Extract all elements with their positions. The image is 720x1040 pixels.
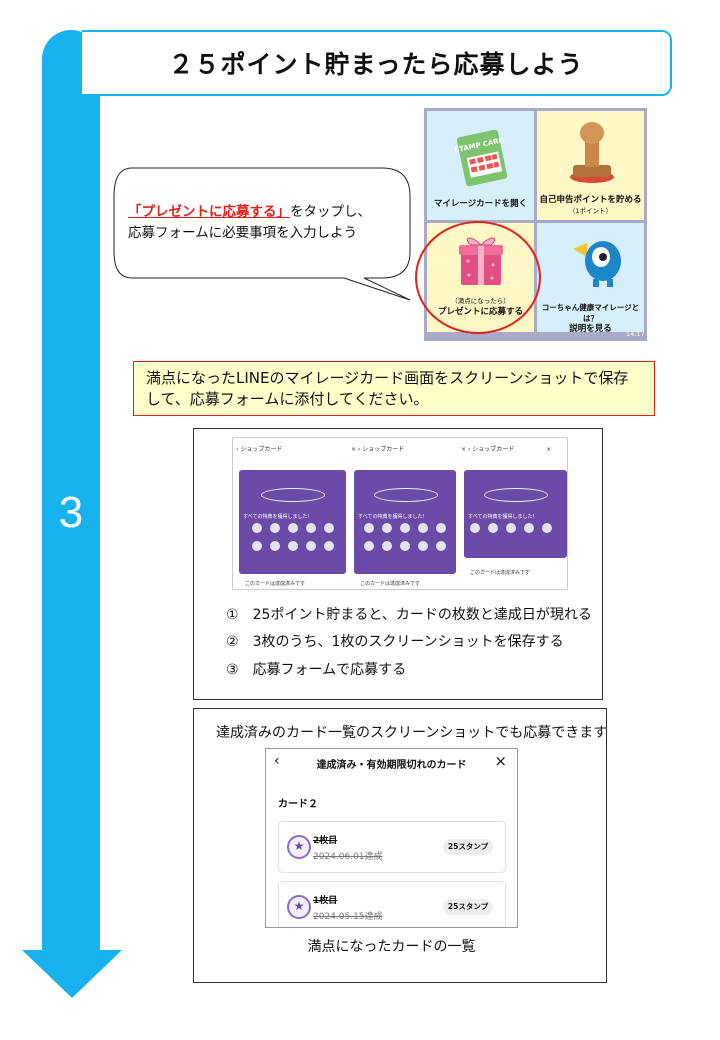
shopcard-2: × ‹ ショップカード すべての特典を獲得しました！ このカードは達成済みです xyxy=(348,438,458,591)
stamp-dot xyxy=(488,523,498,533)
stamp-dot xyxy=(418,541,428,551)
close-icon[interactable]: × xyxy=(494,752,507,770)
menu-tile-label: コーちゃん健康マイレージとは？ 説明を見る xyxy=(541,303,640,334)
flow-arrow-head xyxy=(22,950,122,998)
stamp-dot xyxy=(306,541,316,551)
star-badge-icon: ★ xyxy=(287,835,311,859)
stamp-dot xyxy=(252,541,262,551)
completed-card-row[interactable]: ★ 1枚目 2024.05.15達成 25スタンプ xyxy=(278,881,506,927)
step-number: 3 xyxy=(58,488,84,537)
stamp-dot xyxy=(400,541,410,551)
highlight-circle xyxy=(415,221,541,334)
menu-tile-label: 自己申告ポイントを貯める （1ポイント） xyxy=(539,195,642,215)
title-box: ２５ポイント貯まったら応募しよう xyxy=(82,30,672,96)
stamp-dot xyxy=(524,523,534,533)
step-item-3: ③ 応募フォームで応募する xyxy=(226,662,407,678)
stamp-dot xyxy=(542,523,552,533)
speech-bubble xyxy=(113,167,411,301)
stamp-dot xyxy=(418,523,428,533)
stamp-dot xyxy=(252,523,262,533)
shopcard-3: × ‹ ショップカード × すべての特典を獲得しました！ このカードは達成済みで… xyxy=(458,438,569,591)
mascot-icon xyxy=(573,241,621,287)
stamp-dot xyxy=(436,541,446,551)
shopcard-body: すべての特典を獲得しました！ xyxy=(354,470,456,574)
stamp-dot xyxy=(506,523,516,533)
shopcard-body: すべての特典を獲得しました！ xyxy=(239,470,346,574)
step-item-2: ② 3枚のうち、1枚のスクリーンショットを保存する xyxy=(226,634,564,650)
bubble-text: 「プレゼントに応募する」をタップし、 応募フォームに必要事項を入力しよう xyxy=(128,202,408,244)
shopcard-footer: このカードは達成済みです xyxy=(245,581,306,587)
shopcard-header: × ‹ ショップカード × xyxy=(461,446,552,453)
stamp-count-pill: 25スタンプ xyxy=(443,839,493,855)
stamp-dot xyxy=(470,523,480,533)
back-chevron-icon[interactable]: ‹ xyxy=(274,753,280,769)
stamp-count-pill: 25スタンプ xyxy=(443,899,493,915)
stamp-card-icon: STAMP CARD xyxy=(455,129,508,187)
step-item-1: ① 25ポイント貯まると、カードの枚数と達成日が現れる xyxy=(226,607,592,623)
bubble-highlight: 「プレゼントに応募する」 xyxy=(128,204,290,220)
stamp-dot xyxy=(324,541,334,551)
menu-tile-label: マイレージカードを開く xyxy=(433,199,528,209)
stamp-dot xyxy=(364,523,374,533)
screen-title: 達成済み・有効期限切れのカード xyxy=(316,760,467,771)
stamp-dot xyxy=(270,523,280,533)
stamp-dot xyxy=(436,523,446,533)
shopcard-1: ‹ ショップカード すべての特典を獲得しました！ このカードは達成済みです xyxy=(233,438,348,591)
flow-arrow-shaft xyxy=(42,30,100,965)
menu-tile-open-card[interactable]: STAMP CARD マイレージカードを開く xyxy=(427,111,534,220)
stamp-dot xyxy=(324,523,334,533)
shopcard-header: × ‹ ショップカード xyxy=(351,446,405,453)
instruction-note: 満点になったLINEのマイレージカード画面をスクリーンショットで保存して、応募フ… xyxy=(133,361,655,416)
star-badge-icon: ★ xyxy=(287,895,311,919)
shopcard-footer: このカードは達成済みです xyxy=(470,570,531,576)
section-label: カード２ xyxy=(278,799,318,810)
stamp-dot xyxy=(364,541,374,551)
bubble-line1: をタップし、 xyxy=(290,204,371,220)
panel2-footer: 満点になったカードの一覧 xyxy=(307,939,476,955)
shopcard-footer: このカードは達成済みです xyxy=(360,581,421,587)
menu-tile-about[interactable]: コーちゃん健康マイレージとは？ 説明を見る xyxy=(537,223,644,334)
stamp-dot xyxy=(400,523,410,533)
stamp-dot xyxy=(382,541,392,551)
menu-time: 14:17 xyxy=(626,330,645,338)
page-title: ２５ポイント貯まったら応募しよう xyxy=(168,50,584,79)
completed-card-row[interactable]: ★ 2枚目 2024.06.01達成 25スタンプ xyxy=(278,821,506,873)
stamp-dot xyxy=(306,523,316,533)
completed-cards-screen: ‹ 達成済み・有効期限切れのカード × カード２ ★ 2枚目 2024.06.0… xyxy=(265,748,518,928)
bubble-line2: 応募フォームに必要事項を入力しよう xyxy=(128,225,358,241)
stamp-dot xyxy=(288,541,298,551)
menu-tile-self-report[interactable]: 自己申告ポイントを貯める （1ポイント） xyxy=(537,111,644,220)
shopcard-body: すべての特典を獲得しました！ xyxy=(464,470,567,558)
rubber-stamp-icon xyxy=(570,122,614,183)
stamp-dot xyxy=(288,523,298,533)
panel2-caption: 達成済みのカード一覧のスクリーンショットでも応募できます xyxy=(216,725,608,741)
stamp-dot xyxy=(382,523,392,533)
stamp-dot xyxy=(270,541,280,551)
shopcard-screenshots: ‹ ショップカード すべての特典を獲得しました！ このカードは達成済みです × … xyxy=(232,437,568,590)
shopcard-header: ‹ ショップカード xyxy=(236,446,283,453)
